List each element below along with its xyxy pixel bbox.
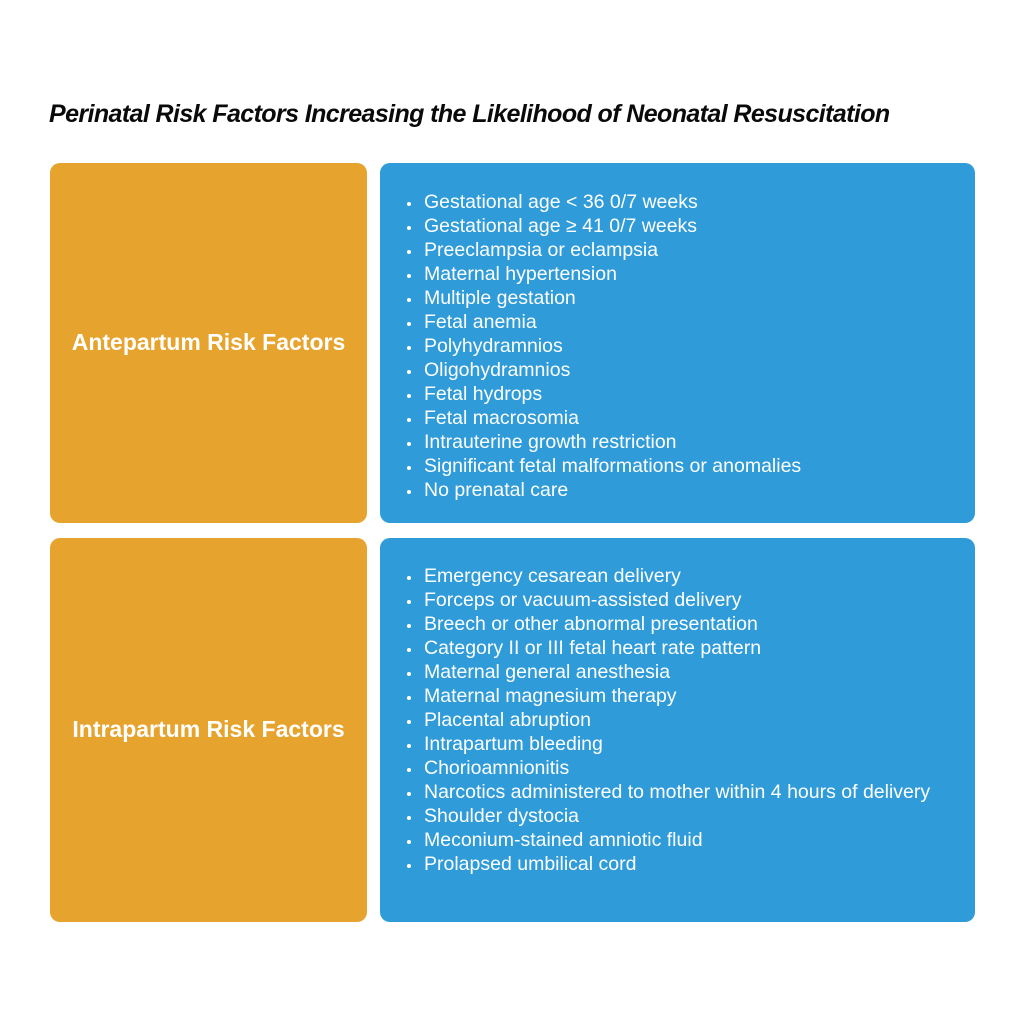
risk-factor-item: Polyhydramnios	[422, 334, 957, 358]
antepartum-row: Antepartum Risk Factors Gestational age …	[50, 163, 975, 523]
risk-factor-item: Gestational age < 36 0/7 weeks	[422, 190, 957, 214]
risk-factor-table: Antepartum Risk Factors Gestational age …	[50, 163, 975, 922]
risk-factor-item: Narcotics administered to mother within …	[422, 780, 957, 804]
intrapartum-label-box: Intrapartum Risk Factors	[50, 538, 367, 922]
risk-factor-item: Breech or other abnormal presentation	[422, 612, 957, 636]
risk-factor-item: Intrapartum bleeding	[422, 732, 957, 756]
antepartum-label-box: Antepartum Risk Factors	[50, 163, 367, 523]
risk-factor-item: Oligohydramnios	[422, 358, 957, 382]
risk-factor-item: Prolapsed umbilical cord	[422, 852, 957, 876]
risk-factor-item: Preeclampsia or eclampsia	[422, 238, 957, 262]
risk-factor-item: Fetal macrosomia	[422, 406, 957, 430]
risk-factor-item: Forceps or vacuum-assisted delivery	[422, 588, 957, 612]
intrapartum-list-box: Emergency cesarean deliveryForceps or va…	[380, 538, 975, 922]
risk-factor-item: No prenatal care	[422, 478, 957, 502]
risk-factor-item: Meconium-stained amniotic fluid	[422, 828, 957, 852]
antepartum-list-box: Gestational age < 36 0/7 weeksGestationa…	[380, 163, 975, 523]
risk-factor-item: Category II or III fetal heart rate patt…	[422, 636, 957, 660]
risk-factor-item: Fetal anemia	[422, 310, 957, 334]
intrapartum-label: Intrapartum Risk Factors	[72, 716, 345, 743]
risk-factor-item: Maternal magnesium therapy	[422, 684, 957, 708]
antepartum-risk-list: Gestational age < 36 0/7 weeksGestationa…	[380, 190, 957, 502]
risk-factor-item: Shoulder dystocia	[422, 804, 957, 828]
antepartum-label: Antepartum Risk Factors	[71, 329, 346, 356]
risk-factor-item: Gestational age ≥ 41 0/7 weeks	[422, 214, 957, 238]
risk-factor-item: Placental abruption	[422, 708, 957, 732]
intrapartum-risk-list: Emergency cesarean deliveryForceps or va…	[380, 564, 957, 876]
risk-factor-item: Significant fetal malformations or anoma…	[422, 454, 957, 478]
intrapartum-row: Intrapartum Risk Factors Emergency cesar…	[50, 538, 975, 922]
risk-factor-item: Maternal general anesthesia	[422, 660, 957, 684]
risk-factor-item: Maternal hypertension	[422, 262, 957, 286]
risk-factor-item: Chorioamnionitis	[422, 756, 957, 780]
risk-factor-item: Multiple gestation	[422, 286, 957, 310]
risk-factor-item: Intrauterine growth restriction	[422, 430, 957, 454]
risk-factor-item: Emergency cesarean delivery	[422, 564, 957, 588]
risk-factor-item: Fetal hydrops	[422, 382, 957, 406]
page-title: Perinatal Risk Factors Increasing the Li…	[49, 100, 890, 128]
